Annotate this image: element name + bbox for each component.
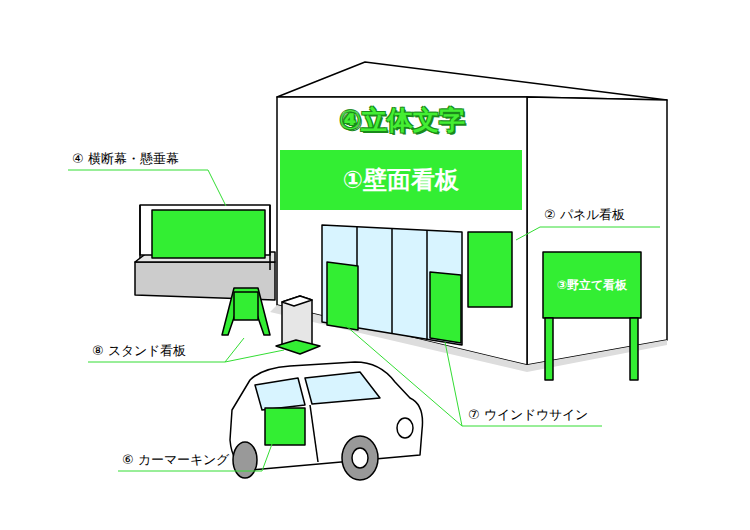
dimensional-letters: ④立体文字 [339, 112, 465, 128]
callout-label: ② パネル看板 [544, 207, 625, 223]
sign-text: ①壁面看板 [343, 164, 459, 196]
callout-label: ⑥ カーマーキング [122, 452, 229, 468]
callout-label: ⑧ スタンド看板 [92, 343, 186, 359]
sign-panel: ③野立て看板 [545, 254, 639, 316]
sign-text: ③野立て看板 [557, 277, 627, 294]
callout-label: ⑦ ウインドウサイン [468, 407, 588, 423]
sign-panel: ①壁面看板 [280, 150, 522, 210]
callout-label: ④ 横断幕・懸垂幕 [72, 151, 179, 167]
